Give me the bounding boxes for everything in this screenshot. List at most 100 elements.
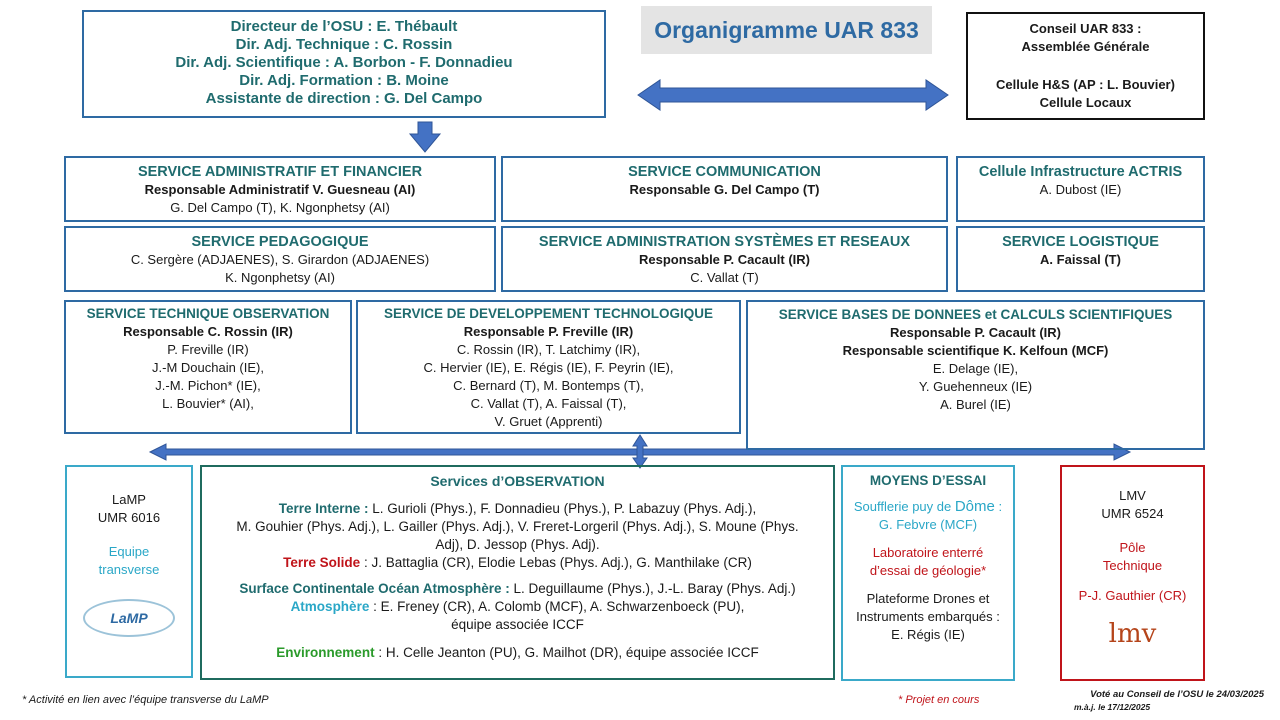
service-communication: SERVICE COMMUNICATION Responsable G. Del… xyxy=(501,156,948,222)
direction-line-4: Dir. Adj. Formation : B. Moine xyxy=(239,72,449,89)
com-responsable: Responsable G. Del Campo (T) xyxy=(629,182,820,197)
lmv-logo: lmv xyxy=(1103,619,1163,649)
footnote-lamp: * Activité en lien avec l’équipe transve… xyxy=(22,694,269,706)
sbd-member: A. Burel (IE) xyxy=(940,397,1011,412)
page-title-text: Organigramme UAR 833 xyxy=(654,16,919,43)
obs-scoa-text: L. Deguillaume (Phys.), J.-L. Baray (Phy… xyxy=(509,581,796,596)
logi-title: SERVICE LOGISTIQUE xyxy=(1002,234,1159,250)
page-title: Organigramme UAR 833 xyxy=(641,6,932,54)
asr-members: C. Vallat (T) xyxy=(690,270,759,285)
obs-env-label: Environnement xyxy=(276,645,375,660)
lamp-line-2: UMR 6016 xyxy=(97,510,161,525)
actris-members: A. Dubost (IE) xyxy=(1039,182,1122,197)
service-admin-financier: SERVICE ADMINISTRATIF ET FINANCIER Respo… xyxy=(64,156,496,222)
obs-ts-label: Terre Solide xyxy=(283,555,361,570)
footnote-projet-text: * Projet en cours xyxy=(898,694,980,706)
asr-title: SERVICE ADMINISTRATION SYSTÈMES ET RESEA… xyxy=(538,234,911,250)
obs-atmosphere: Atmosphère : E. Freney (CR), A. Colomb (… xyxy=(202,598,833,616)
asr-responsable: Responsable P. Cacault (IR) xyxy=(639,252,810,267)
actris-title: Cellule Infrastructure ACTRIS xyxy=(978,164,1183,180)
direction-line-3: Dir. Adj. Scientifique : A. Borbon - F. … xyxy=(175,54,513,71)
footer-maj-text: m.à.j. le 17/12/2025 xyxy=(1074,702,1151,712)
sto-member: P. Freville (IR) xyxy=(167,342,249,357)
lamp-line-1: LaMP xyxy=(112,492,146,507)
double-arrow-top xyxy=(637,79,949,111)
essai-labo-1: Laboratoire enterré xyxy=(872,545,984,560)
essai-souff-text: Soufflerie puy de xyxy=(853,499,955,514)
sbd-title: SERVICE BASES DE DONNEES et CALCULS SCIE… xyxy=(778,307,1173,322)
sbd-responsable: Responsable P. Cacault (IR) xyxy=(890,325,1061,340)
conseil-line-3: Cellule H&S (AP : L. Bouvier) xyxy=(996,77,1175,92)
sbd-responsable-scientifique: Responsable scientifique K. Kelfoun (MCF… xyxy=(842,343,1109,358)
moyens-essai: MOYENS D’ESSAI Soufflerie puy de Dôme : … xyxy=(841,465,1015,681)
conseil-line-1: Conseil UAR 833 : xyxy=(1029,21,1142,36)
service-developpement-technologique: SERVICE DE DEVELOPPEMENT TECHNOLOGIQUE R… xyxy=(356,300,741,434)
direction-line-1: Directeur de l’OSU : E. Thébault xyxy=(230,18,458,35)
essai-drones-3: E. Régis (IE) xyxy=(891,627,965,642)
lamp-logo: LaMP xyxy=(83,599,175,637)
lmv-line-1: LMV xyxy=(1119,488,1146,503)
obs-atm-text-2: équipe associée ICCF xyxy=(451,617,584,632)
lamp-team-2: transverse xyxy=(98,562,160,577)
vertical-double-arrow xyxy=(632,434,648,469)
service-bases-donnees: SERVICE BASES DE DONNEES et CALCULS SCIE… xyxy=(746,300,1205,450)
essai-labo-2: d’essai de géologie* xyxy=(869,563,987,578)
footnote-lamp-text: * Activité en lien avec l’équipe transve… xyxy=(22,694,269,706)
com-title: SERVICE COMMUNICATION xyxy=(628,164,821,180)
obs-scoa-label: Surface Continentale Océan Atmosphère : xyxy=(239,581,510,596)
sdt-member: C. Bernard (T), M. Bontemps (T), xyxy=(453,378,644,393)
sto-member: J.-M Douchain (IE), xyxy=(152,360,264,375)
service-pedagogique: SERVICE PEDAGOGIQUE C. Sergère (ADJAENES… xyxy=(64,226,496,292)
obs-ti-label: Terre Interne : xyxy=(278,501,369,516)
logi-responsable: A. Faissal (T) xyxy=(1040,252,1121,267)
service-technique-observation: SERVICE TECHNIQUE OBSERVATION Responsabl… xyxy=(64,300,352,434)
sbd-member: E. Delage (IE), xyxy=(932,361,1019,376)
footer-vote-text: Voté au Conseil de l’OSU le 24/03/2025 xyxy=(1090,689,1264,700)
conseil-box: Conseil UAR 833 : Assemblée Générale Cel… xyxy=(966,12,1205,120)
footer-vote: Voté au Conseil de l’OSU le 24/03/2025 m… xyxy=(1062,688,1272,714)
direction-line-2: Dir. Adj. Technique : C. Rossin xyxy=(235,36,453,53)
lmv-pole-1: Pôle xyxy=(1119,540,1146,555)
saf-members: G. Del Campo (T), K. Ngonphetsy (AI) xyxy=(170,200,390,215)
obs-terre-interne-1: Terre Interne : L. Gurioli (Phys.), F. D… xyxy=(202,500,833,518)
footnote-projet: * Projet en cours xyxy=(898,694,979,706)
sdt-responsable: Responsable P. Freville (IR) xyxy=(463,324,634,339)
lmv-line-2: UMR 6524 xyxy=(1101,506,1164,521)
essai-drones-1: Plateforme Drones et xyxy=(866,591,990,606)
sbd-member: Y. Guehenneux (IE) xyxy=(918,379,1033,394)
saf-responsable: Responsable Administratif V. Guesneau (A… xyxy=(144,182,416,197)
obs-atm-text-1: : E. Freney (CR), A. Colomb (MCF), A. Sc… xyxy=(369,599,745,614)
sdt-member: C. Vallat (T), A. Faissal (T), xyxy=(470,396,627,411)
direction-box: Directeur de l’OSU : E. Thébault Dir. Ad… xyxy=(82,10,606,118)
lmv-gauthier: P-J. Gauthier (CR) xyxy=(1078,588,1187,603)
sto-member: L. Bouvier* (AI), xyxy=(162,396,254,411)
obs-env-text: : H. Celle Jeanton (PU), G. Mailhot (DR)… xyxy=(374,645,759,660)
direction-line-5: Assistante de direction : G. Del Campo xyxy=(205,90,483,107)
obs-ti-text-1: L. Gurioli (Phys.), F. Donnadieu (Phys.)… xyxy=(368,501,757,516)
peda-line-2: K. Ngonphetsy (AI) xyxy=(225,270,335,285)
essai-soufflerie-2: G. Febvre (MCF) xyxy=(878,517,978,532)
sto-title: SERVICE TECHNIQUE OBSERVATION xyxy=(86,306,330,321)
lamp-team-1: Equipe xyxy=(108,544,150,559)
essai-title: MOYENS D’ESSAI xyxy=(869,473,987,488)
lamp-logo-text: LaMP xyxy=(110,610,148,626)
services-observation: Services d’OBSERVATION Terre Interne : L… xyxy=(200,465,835,680)
sdt-title: SERVICE DE DEVELOPPEMENT TECHNOLOGIQUE xyxy=(383,306,714,321)
lmv-box: LMV UMR 6524 Pôle Technique P-J. Gauthie… xyxy=(1060,465,1205,681)
sdt-member: V. Gruet (Apprenti) xyxy=(494,414,603,429)
service-logistique: SERVICE LOGISTIQUE A. Faissal (T) xyxy=(956,226,1205,292)
conseil-line-4: Cellule Locaux xyxy=(1039,95,1132,110)
down-arrow xyxy=(408,121,442,153)
sto-responsable: Responsable C. Rossin (IR) xyxy=(123,324,293,339)
saf-title: SERVICE ADMINISTRATIF ET FINANCIER xyxy=(137,164,423,180)
obs-atm-label: Atmosphère xyxy=(290,599,370,614)
obs-environnement: Environnement : H. Celle Jeanton (PU), G… xyxy=(202,644,833,662)
obs-title: Services d’OBSERVATION xyxy=(430,473,605,489)
obs-ts-text: : J. Battaglia (CR), Elodie Lebas (Phys.… xyxy=(360,555,752,570)
peda-title: SERVICE PEDAGOGIQUE xyxy=(191,234,369,250)
peda-line-1: C. Sergère (ADJAENES), S. Girardon (ADJA… xyxy=(130,252,430,267)
lamp-box: LaMP UMR 6016 Equipe transverse LaMP xyxy=(65,465,193,678)
lmv-logo-text: lmv xyxy=(1108,619,1157,649)
sto-member: J.-M. Pichon* (IE), xyxy=(155,378,261,393)
